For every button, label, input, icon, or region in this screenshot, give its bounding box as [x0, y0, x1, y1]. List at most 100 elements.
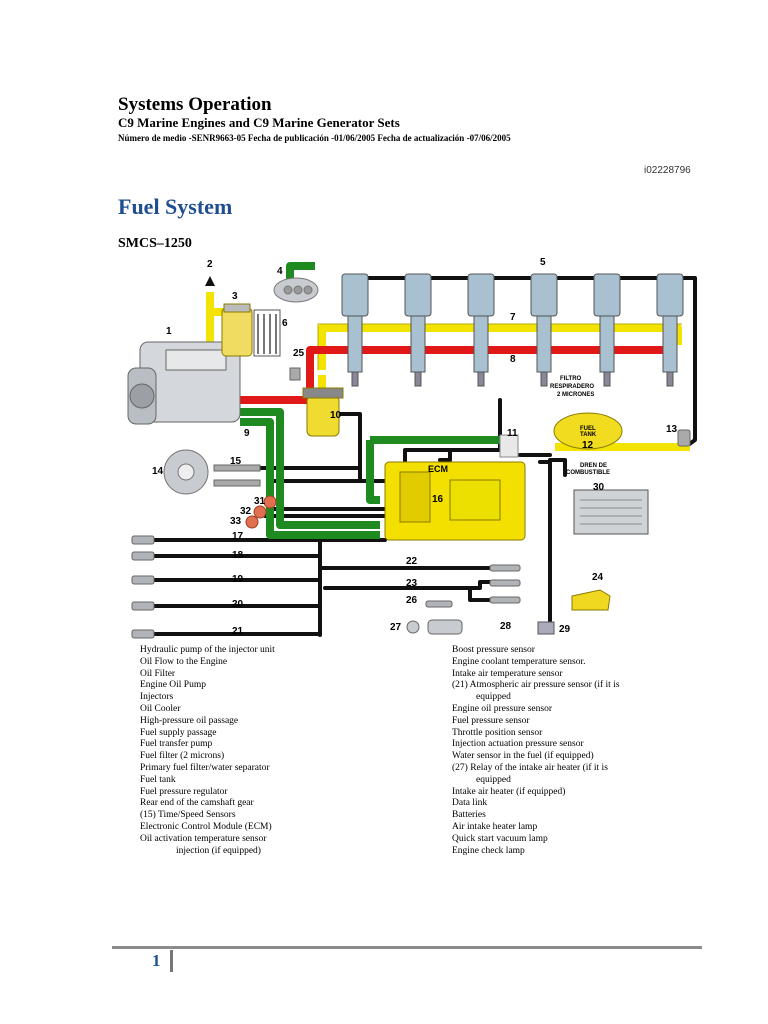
wiring-harness — [148, 388, 567, 637]
callout-21: 21 — [232, 626, 244, 637]
callout-18: 18 — [232, 550, 244, 561]
legend-item: (15) Time/Speed Sensors — [140, 810, 236, 821]
oil-filter — [221, 303, 253, 357]
hydraulic-pump — [127, 341, 241, 425]
legend-item: Throttle position sensor — [452, 727, 543, 738]
speed-sensor — [213, 464, 261, 472]
ecm-label: ECM — [428, 464, 448, 474]
batteries — [573, 489, 649, 535]
smcs-code: SMCS–1250 — [118, 236, 192, 251]
callout-25: 25 — [293, 348, 305, 359]
fuel-tank — [553, 412, 623, 450]
legend-item: Oil Flow to the Engine — [140, 656, 228, 667]
legend-item: equipped — [476, 692, 511, 703]
fuel-filter — [302, 387, 344, 437]
legend-item: Boost pressure sensor — [452, 645, 535, 655]
legend-item: Primary fuel filter/water separator — [140, 762, 270, 773]
fuel-pressure-sensor — [289, 367, 301, 381]
callout-13: 13 — [666, 424, 678, 435]
legend-item: equipped — [476, 774, 511, 785]
callout-4: 4 — [277, 266, 283, 277]
tank-label-2: TANK — [580, 432, 597, 438]
legend-item: Hydraulic pump of the injector unit — [140, 645, 275, 655]
coolant-temp-sensor — [131, 551, 155, 561]
legend-item: Fuel filter (2 microns) — [140, 751, 225, 762]
oil-flow-arrow — [205, 276, 215, 286]
legend-item: High-pressure oil passage — [140, 715, 239, 726]
legend-item: (21) Atmospheric air pressure sensor (if… — [452, 680, 620, 691]
camshaft-gear — [163, 449, 209, 495]
callout-24: 24 — [592, 572, 604, 583]
fuel-supply-outline — [317, 323, 682, 370]
legend-item: Water sensor in the fuel (if equipped) — [452, 751, 594, 762]
callout-23: 23 — [406, 578, 418, 589]
throttle-position-sensor — [489, 564, 521, 572]
drain-label-1: DREN DE — [580, 463, 607, 469]
filter-label-1: FILTRO — [560, 376, 582, 382]
callout-31: 31 — [254, 496, 266, 507]
legend-item: (27) Relay of the intake air heater (if … — [452, 762, 608, 773]
callout-22: 22 — [406, 556, 418, 567]
callout-32: 32 — [240, 506, 252, 517]
legend-item: Fuel supply passage — [140, 727, 217, 738]
legend-item: Injection actuation pressure sensor — [452, 739, 584, 750]
tank-label-1: FUEL — [580, 426, 596, 432]
legend-item: Air intake heater lamp — [452, 821, 538, 832]
injector — [593, 273, 621, 387]
legend-item: Data link — [452, 798, 488, 809]
page-number-bar — [170, 950, 173, 972]
section-title: Fuel System — [118, 194, 233, 219]
doc-id: i02228796 — [644, 165, 691, 176]
doc-title: Systems Operation — [118, 94, 272, 115]
oil-pressure-sensor — [131, 601, 155, 611]
legend-item: Quick start vacuum lamp — [452, 833, 548, 844]
callout-15: 15 — [230, 456, 242, 467]
legend-item: Fuel pressure regulator — [140, 786, 228, 797]
callout-5: 5 — [540, 257, 546, 268]
legend-item: Intake air heater (if equipped) — [452, 786, 566, 797]
intake-air-heater — [427, 619, 463, 635]
callout-28: 28 — [500, 621, 512, 632]
callout-27: 27 — [390, 622, 402, 633]
legend-item: Electronic Control Module (ECM) — [140, 821, 272, 832]
intake-heater-relay — [406, 620, 420, 634]
footer-rule — [112, 946, 702, 949]
legend-item: Engine coolant temperature sensor. — [452, 656, 586, 667]
callout-16: 16 — [432, 494, 444, 505]
ecm — [384, 461, 526, 541]
callout-2: 2 — [207, 259, 213, 270]
atmospheric-pressure-sensor — [131, 629, 155, 639]
injector — [404, 273, 432, 387]
injector-row — [341, 273, 684, 387]
callout-10: 10 — [330, 410, 342, 421]
injector — [656, 273, 684, 387]
boost-pressure-sensor — [131, 535, 155, 545]
callout-8: 8 — [510, 354, 516, 365]
callout-3: 3 — [232, 291, 238, 302]
fuel-system-diagram: ECM FILTRO RESPIRADERO 2 MICRONES FUEL T… — [127, 257, 697, 639]
injector-harness — [348, 276, 697, 447]
engine-oil-pump — [273, 277, 319, 303]
legend-item: Batteries — [452, 810, 486, 821]
quick-start-lamp — [253, 505, 267, 519]
legend-item: Rear end of the camshaft gear — [140, 798, 254, 809]
legend-item: Engine check lamp — [452, 845, 525, 856]
engine-check-lamp — [245, 515, 259, 529]
injector — [467, 273, 495, 387]
legend-left: Hydraulic pump of the injector unit Oil … — [140, 645, 430, 857]
callout-1: 1 — [166, 326, 172, 337]
callout-29: 29 — [559, 624, 571, 635]
callout-17: 17 — [232, 531, 244, 542]
legend-item: injection (if equipped) — [176, 845, 261, 856]
callout-12: 12 — [582, 440, 594, 451]
sensor-row — [131, 535, 155, 639]
drain-label-2: COMBUSTIBLE — [566, 470, 610, 476]
page-number: 1 — [152, 951, 161, 970]
filter-label-3: 2 MICRONES — [557, 392, 594, 398]
water-in-fuel-sensor — [489, 596, 521, 604]
callout-14: 14 — [152, 466, 164, 477]
speed-sensor — [213, 479, 261, 487]
legend-item: Injectors — [140, 692, 174, 703]
callout-6: 6 — [282, 318, 288, 329]
oil-cooler — [253, 309, 281, 357]
